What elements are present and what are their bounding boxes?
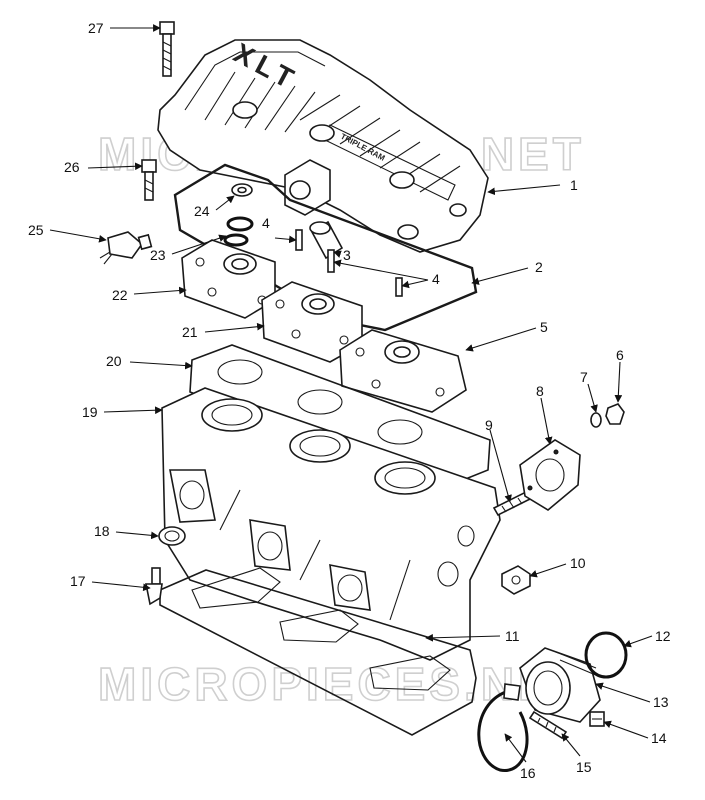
svg-text:3: 3: [343, 247, 351, 263]
part-16-clamp: [477, 683, 529, 772]
callout-23: 23: [150, 234, 227, 263]
svg-text:5: 5: [540, 319, 548, 335]
svg-text:15: 15: [576, 759, 592, 775]
part-22-cylinder-head: [181, 239, 276, 319]
part-24-washer: [231, 183, 253, 197]
part-12-o-ring: [584, 631, 628, 679]
callout-24: 24: [194, 195, 235, 219]
callout-20: 20: [106, 353, 193, 370]
callout-27: 27: [88, 20, 161, 36]
part-26-bolt: [141, 159, 157, 201]
svg-text:7: 7: [580, 369, 588, 385]
callout-13: 13: [595, 682, 669, 710]
callout-6: 6: [614, 347, 624, 403]
callout-2: 2: [471, 259, 543, 285]
svg-text:12: 12: [655, 628, 671, 644]
watermark-bottom: MICROPIECES.NET: [98, 658, 585, 710]
svg-text:17: 17: [70, 573, 86, 589]
callout-19: 19: [82, 404, 163, 420]
part-25-sensor: [99, 231, 153, 265]
part-27-bolt: [159, 21, 175, 77]
part-19-cylinder-block: [161, 387, 501, 661]
svg-text:8: 8: [536, 383, 544, 399]
svg-text:27: 27: [88, 20, 104, 36]
part-17-fitting: [145, 567, 163, 606]
svg-text:4: 4: [432, 271, 440, 287]
svg-text:18: 18: [94, 523, 110, 539]
callout-7: 7: [580, 369, 598, 413]
svg-text:11: 11: [505, 628, 520, 644]
callout-4-a: 4: [262, 215, 297, 244]
part-10-nut: [501, 565, 531, 595]
part-6-nut: [605, 403, 625, 425]
part-5-cylinder-head: [339, 329, 467, 413]
part-11-base-gasket: [159, 567, 477, 736]
callout-15: 15: [561, 733, 592, 775]
svg-text:22: 22: [112, 287, 128, 303]
part-3-tube: [309, 220, 344, 260]
part-20-head-gasket: [189, 344, 491, 487]
callout-26: 26: [64, 159, 143, 175]
part-4-dowel-pins: [295, 229, 403, 297]
callout-3: 3: [333, 247, 351, 263]
callout-8: 8: [536, 383, 553, 445]
part-14-screw: [589, 711, 605, 727]
part-13-sleeve: [519, 647, 601, 723]
callout-25: 25: [28, 222, 107, 243]
svg-text:20: 20: [106, 353, 122, 369]
callout-18: 18: [94, 523, 159, 540]
svg-text:2: 2: [535, 259, 543, 275]
callout-10: 10: [529, 555, 586, 578]
part-8-plate: [519, 439, 581, 511]
svg-text:14: 14: [651, 730, 667, 746]
svg-text:19: 19: [82, 404, 98, 420]
callout-21: 21: [182, 322, 265, 340]
svg-text:26: 26: [64, 159, 80, 175]
svg-text:23: 23: [150, 247, 166, 263]
svg-text:24: 24: [194, 203, 210, 219]
svg-text:9: 9: [485, 417, 493, 433]
callout-12: 12: [623, 628, 671, 648]
callout-5: 5: [465, 319, 548, 352]
part-23-o-ring: [223, 216, 254, 247]
part-18-plug: [158, 526, 186, 546]
callout-22: 22: [112, 286, 187, 303]
svg-text:1: 1: [570, 177, 578, 193]
svg-text:13: 13: [653, 694, 669, 710]
svg-text:4: 4: [262, 215, 270, 231]
part-1-cylinder-cover: XLT TRIPLE RAM: [157, 37, 489, 253]
svg-text:16: 16: [520, 765, 536, 781]
callout-14: 14: [603, 720, 667, 746]
part-21-cylinder-head: [261, 281, 363, 363]
callout-9: 9: [485, 417, 512, 503]
part-7-washer: [590, 412, 602, 428]
callout-11: 11: [425, 628, 520, 644]
svg-text:10: 10: [570, 555, 586, 571]
callout-17: 17: [70, 573, 151, 592]
callout-1: 1: [487, 177, 578, 196]
svg-text:21: 21: [182, 324, 198, 340]
svg-text:6: 6: [616, 347, 624, 363]
svg-text:25: 25: [28, 222, 44, 238]
callout-16: 16: [504, 733, 536, 781]
callout-4-b: 4: [333, 259, 440, 289]
